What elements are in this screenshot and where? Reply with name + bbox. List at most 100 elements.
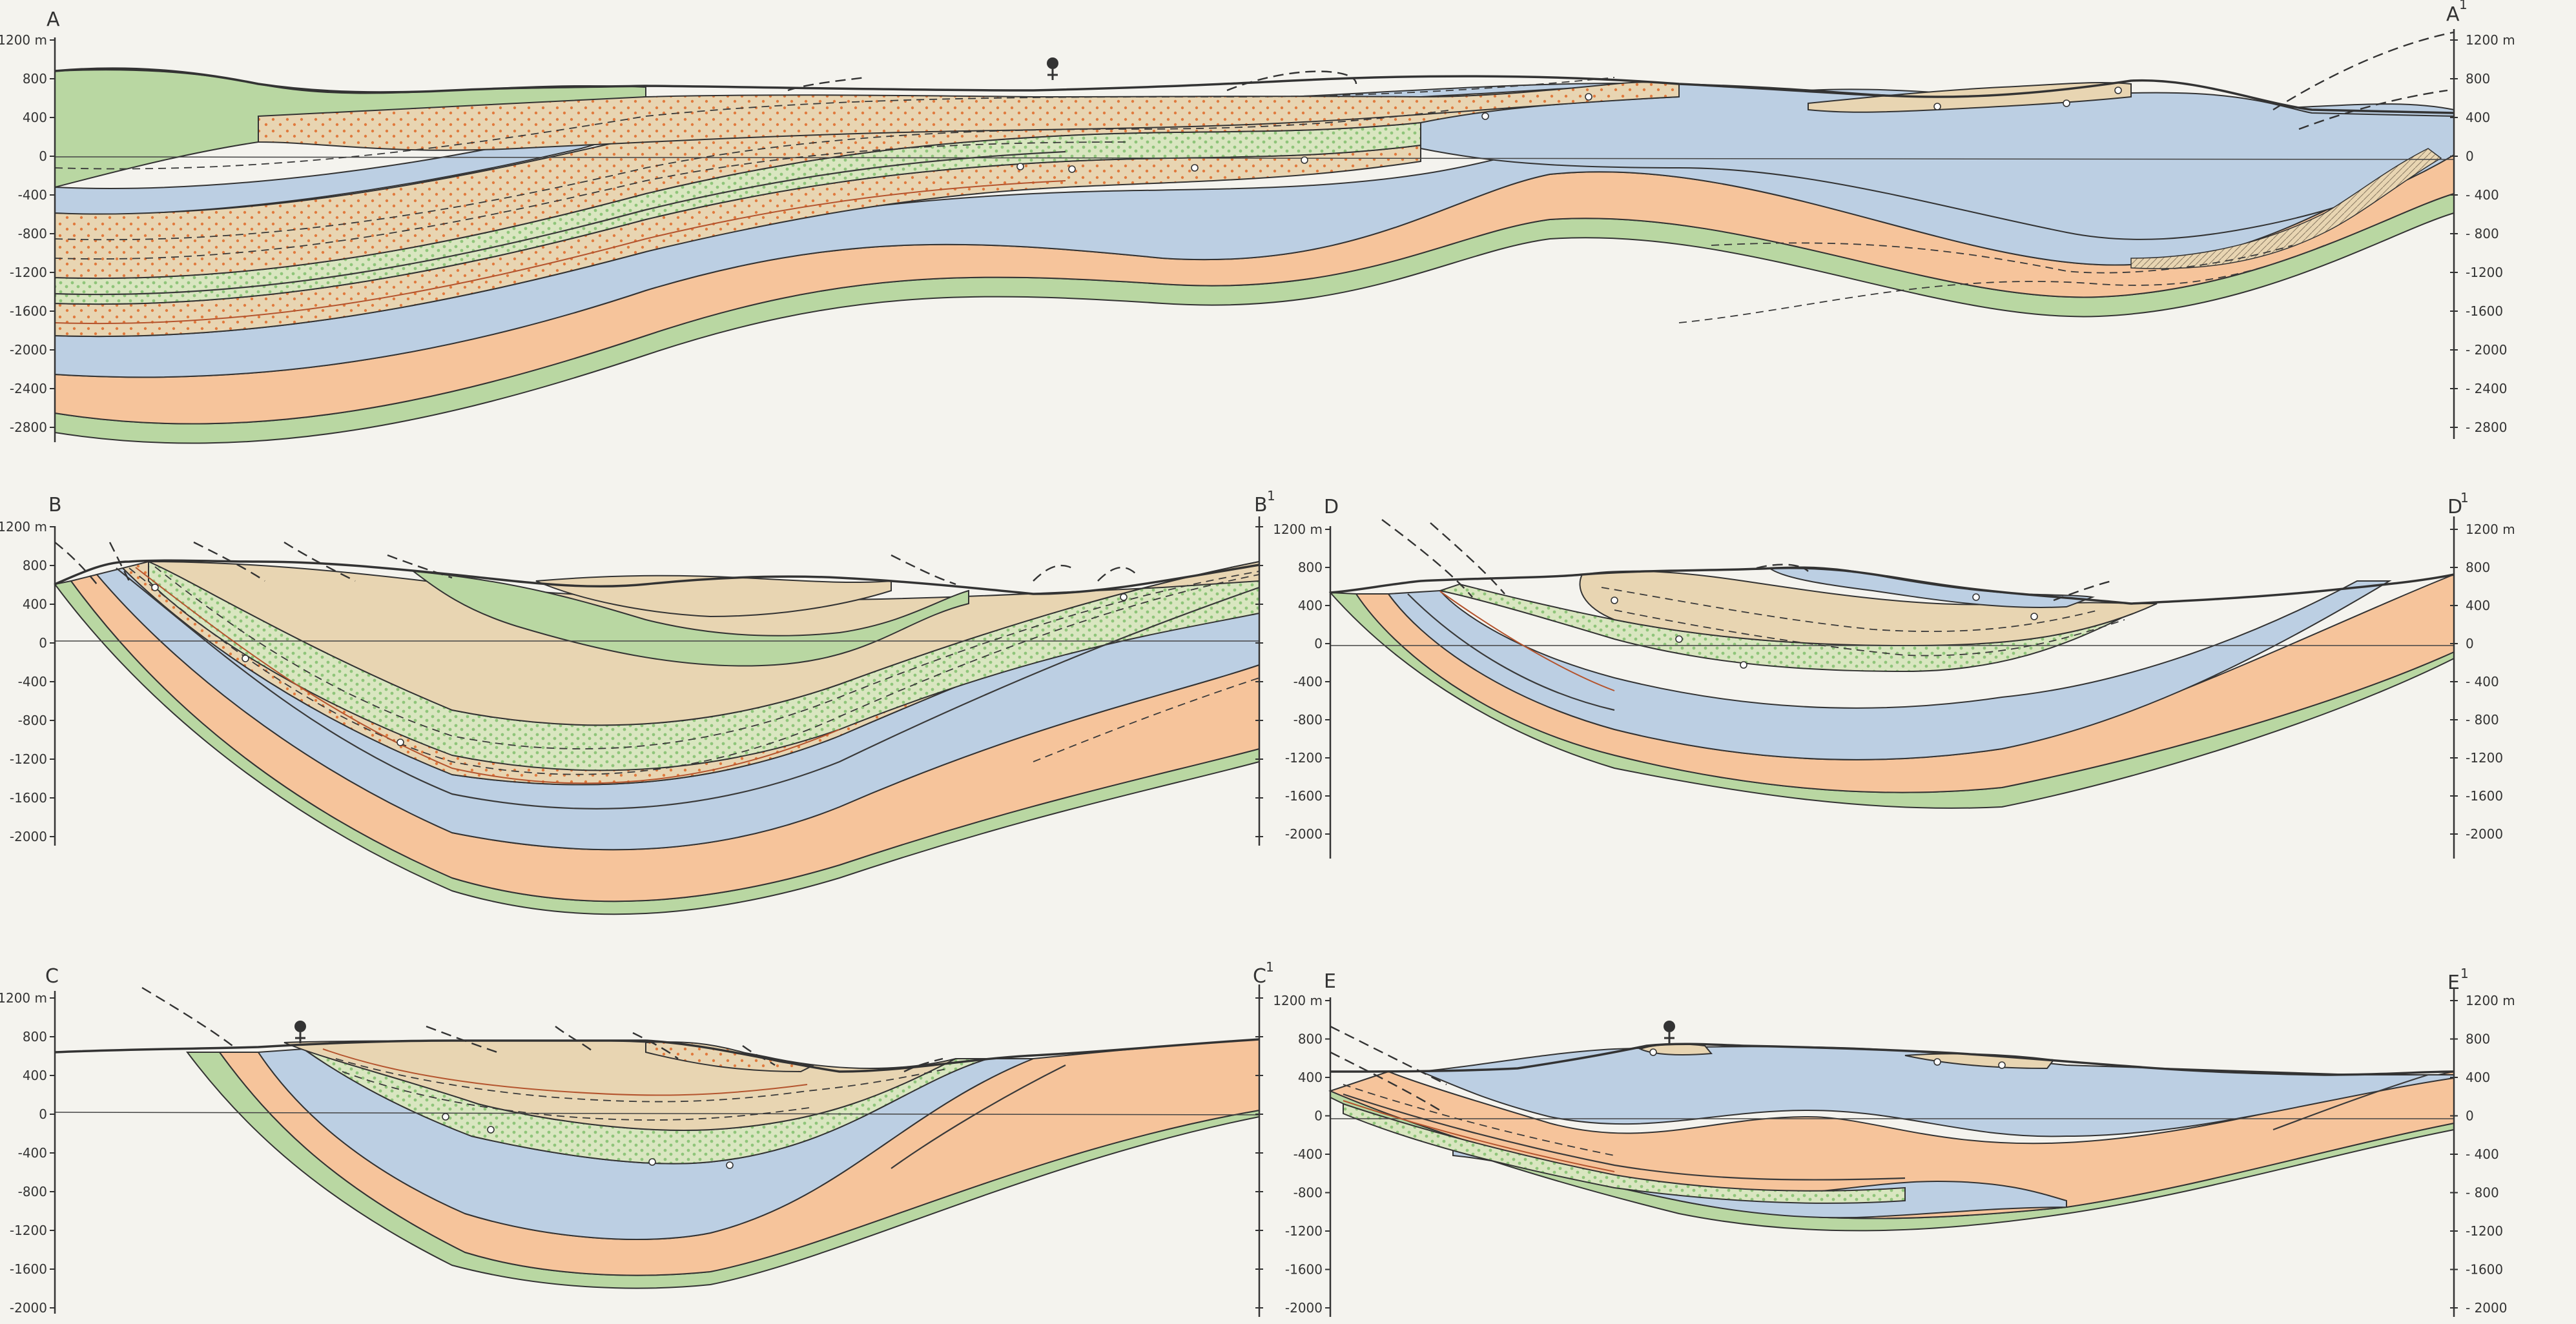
section-label-start: A: [46, 8, 60, 31]
contact-line: [116, 567, 1260, 810]
pebble-marker: [1933, 103, 1941, 110]
section-B-faults: [54, 541, 1137, 586]
section-C-left-axis: C: [45, 965, 59, 1314]
section-B-pebbles: [151, 584, 1128, 746]
section-label-start: E: [1324, 970, 1336, 993]
axis-tick-label-left: 1200 m: [0, 990, 47, 1006]
section-D: D D 1: [1324, 490, 2469, 859]
section-C-right-axis: C 1: [1253, 959, 1274, 1317]
pebble-marker: [1649, 1048, 1657, 1056]
fault-line: [1226, 70, 1357, 92]
section-C-sea-level: [54, 1112, 1260, 1115]
pebble-marker: [1585, 93, 1592, 101]
section-A-right-axis: A 1: [2446, 0, 2468, 439]
axis-tick-label-right: 400: [2466, 598, 2490, 613]
axis-tick-label-right: -1600: [2466, 788, 2503, 804]
fault-line: [891, 554, 956, 586]
axis-tick-label-left: 0: [39, 635, 47, 651]
axis-tick-label-left: -2000: [10, 342, 47, 358]
section-D-contacts: [1407, 587, 2125, 711]
axis-tick-label-left: -1600: [10, 303, 47, 319]
axis-tick-label-left: 1200 m: [1273, 522, 1323, 537]
axis-tick-label-right: 0: [2466, 148, 2474, 164]
section-label-start: D: [1324, 496, 1339, 518]
axis-tick-label-right: 1200 m: [2466, 993, 2515, 1008]
pebble-marker: [487, 1126, 495, 1134]
contact-line: [1407, 593, 1615, 711]
axis-tick-label-left: 400: [23, 110, 47, 125]
axis-tick-label-left: 0: [1314, 636, 1323, 651]
fault-line: [426, 1025, 498, 1054]
axis-tick-label-left: -800: [18, 226, 47, 241]
pebble-marker: [1481, 112, 1489, 120]
section-E-topography: [1330, 1043, 2455, 1076]
axis-tick-label-left: 400: [23, 596, 47, 612]
axis-tick-label-left: 800: [23, 558, 47, 573]
axis-tick-label-right: 400: [2466, 1070, 2490, 1085]
section-A-faults: [787, 31, 2455, 130]
fault-line: [903, 1057, 943, 1073]
axis-tick-label-left: -2000: [1285, 826, 1323, 842]
axis-tick-label-right: - 400: [2466, 674, 2499, 689]
axis-tick-label-left: -1600: [1285, 788, 1323, 804]
section-A-contacts: [54, 77, 2325, 325]
section-E-left-axis: E: [1324, 970, 1336, 1317]
fault-line: [1033, 564, 1073, 582]
section-A-left-axis: A: [46, 8, 60, 442]
contact-line: [1343, 1100, 1615, 1172]
contact-line: [1343, 1093, 1906, 1181]
contact-line: [54, 180, 1066, 325]
contact-line: [1439, 591, 1615, 691]
axis-tick-label-left: 800: [1298, 1032, 1323, 1047]
section-B: B B 1: [48, 488, 1275, 915]
pebble-marker: [1068, 165, 1076, 173]
section-E: E E 1: [1324, 966, 2469, 1317]
section-D-topography: [1330, 567, 2455, 605]
axis-tick-label-right: - 400: [2466, 187, 2499, 203]
pebble-marker: [397, 738, 404, 746]
section-label-start: C: [45, 965, 59, 988]
contact-line: [1614, 609, 2125, 657]
section-label-end: A: [2446, 3, 2460, 26]
pebble-marker: [1998, 1061, 2006, 1069]
pebble-marker: [151, 584, 159, 591]
contact-line: [135, 567, 840, 784]
section-label-start: B: [48, 494, 62, 516]
axis-tick-label-right: - 2000: [2466, 1300, 2507, 1316]
pebble-marker: [242, 655, 249, 662]
axis-tick-label-left: 0: [1314, 1108, 1323, 1124]
axis-tick-label-right: 0: [2466, 1108, 2474, 1124]
section-C-contacts: [322, 1048, 1066, 1169]
section-E-pebbles: [1649, 1048, 2006, 1069]
axis-tick-label-left: -800: [1293, 1185, 1323, 1201]
contact-line: [1601, 587, 2099, 633]
pebble-marker: [2114, 87, 2122, 94]
pebble-marker: [2030, 613, 2038, 620]
well-symbol: [1047, 57, 1058, 80]
section-label-end-sup: 1: [1267, 488, 1275, 504]
axis-tick-label-left: -800: [1293, 712, 1323, 728]
contact-line: [129, 567, 1260, 775]
section-A-topography: [54, 67, 2455, 114]
axis-tick-label-left: -400: [18, 674, 47, 689]
contact-line: [1343, 1084, 1615, 1156]
section-label-end: B: [1254, 494, 1268, 516]
axis-tick-label-right: - 400: [2466, 1146, 2499, 1162]
pebble-marker: [1611, 596, 1618, 604]
axis-tick-label-left: -1600: [10, 790, 47, 806]
axis-tick-label-right: -2000: [2466, 826, 2503, 842]
stratum-green-top: [411, 570, 969, 667]
contact-line: [891, 1064, 1066, 1169]
section-D-faults: [1381, 519, 2112, 602]
axis-tick-label-left: -2400: [10, 381, 47, 396]
pebble-marker: [1016, 163, 1024, 170]
axis-tick-label-right: 1200 m: [2466, 522, 2515, 537]
section-label-end-sup: 1: [1266, 959, 1274, 975]
axis-tick-label-left: 0: [39, 1106, 47, 1122]
fault-line: [1756, 564, 1809, 572]
pebble-marker: [2063, 99, 2070, 107]
axis-tick-label-left: -800: [18, 713, 47, 728]
axis-tick-label-left: -1600: [1285, 1262, 1323, 1278]
section-A-sea-level: [54, 156, 2455, 160]
